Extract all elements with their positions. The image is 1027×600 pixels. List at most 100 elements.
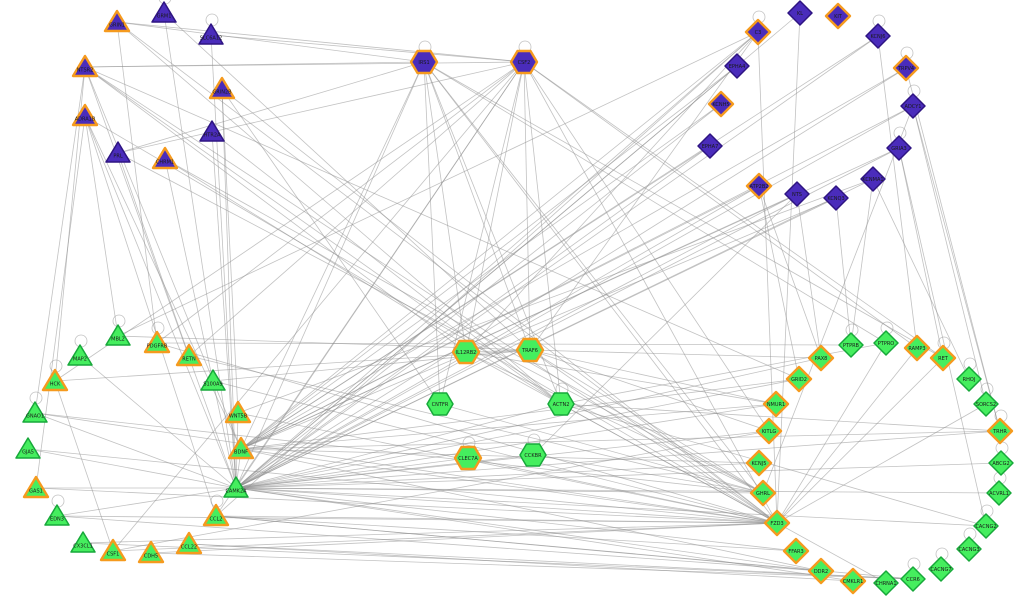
node-CX3CL1[interactable]: CX3CL1 xyxy=(70,531,96,553)
node-NMUR1[interactable]: NMUR1 xyxy=(762,390,790,418)
diamond-shape[interactable] xyxy=(900,566,926,592)
triangle-shape[interactable] xyxy=(199,120,225,142)
diamond-shape[interactable] xyxy=(839,567,867,595)
node-CCR6[interactable]: CCR6 xyxy=(900,566,926,592)
diamond-shape[interactable] xyxy=(860,166,886,192)
node-CLEC7A[interactable]: CLEC7A xyxy=(453,445,483,471)
triangle-shape[interactable] xyxy=(224,400,252,424)
node-ABCG2[interactable]: ABCG2 xyxy=(988,450,1014,476)
diamond-shape[interactable] xyxy=(784,181,810,207)
triangle-shape[interactable] xyxy=(105,324,131,346)
node-MBL2[interactable]: MBL2 xyxy=(105,324,131,346)
diamond-shape[interactable] xyxy=(838,332,864,358)
triangle-shape[interactable] xyxy=(137,540,165,564)
diamond-shape[interactable] xyxy=(762,390,790,418)
node-FFAR3[interactable]: FFAR3 xyxy=(782,537,810,565)
hexagon-shape[interactable] xyxy=(519,443,547,467)
diamond-shape[interactable] xyxy=(865,23,891,49)
node-CSF2[interactable]: CSF2 xyxy=(509,49,539,75)
hexagon-shape[interactable] xyxy=(453,445,483,471)
triangle-shape[interactable] xyxy=(44,504,70,526)
node-KL[interactable]: KL xyxy=(787,0,813,26)
node-RAMP3[interactable]: RAMP3 xyxy=(903,334,931,362)
triangle-shape[interactable] xyxy=(70,531,96,553)
diamond-shape[interactable] xyxy=(986,480,1012,506)
diamond-shape[interactable] xyxy=(763,509,791,537)
node-MAP2[interactable]: MAP2 xyxy=(67,344,93,366)
node-GJA5[interactable]: GJA5 xyxy=(15,437,41,459)
hexagon-shape[interactable] xyxy=(409,49,439,75)
node-CHRNA1[interactable]: CHRNA1 xyxy=(873,570,899,596)
node-ACVRL1[interactable]: ACVRL1 xyxy=(986,480,1012,506)
node-ADCY1[interactable]: ADCY1 xyxy=(900,93,926,119)
triangle-shape[interactable] xyxy=(151,146,179,170)
node-CNTFR[interactable]: CNTFR xyxy=(426,392,454,416)
diamond-shape[interactable] xyxy=(787,0,813,26)
hexagon-shape[interactable] xyxy=(509,49,539,75)
node-CACNG7[interactable]: CACNG7 xyxy=(928,556,954,582)
node-CCL22[interactable]: CCL22 xyxy=(175,531,203,555)
diamond-shape[interactable] xyxy=(824,2,852,30)
node-ACTN2[interactable]: ACTN2 xyxy=(547,392,575,416)
node-GHRL[interactable]: GHRL xyxy=(749,479,777,507)
diamond-shape[interactable] xyxy=(724,53,750,79)
diamond-shape[interactable] xyxy=(745,172,773,200)
node-GAS1[interactable]: GAS1 xyxy=(22,475,50,499)
diamond-shape[interactable] xyxy=(697,133,723,159)
diamond-shape[interactable] xyxy=(973,391,999,417)
node-C3[interactable]: C3 xyxy=(744,18,772,46)
node-HTR2A[interactable]: HTR2A xyxy=(199,120,225,142)
triangle-shape[interactable] xyxy=(223,476,249,498)
diamond-shape[interactable] xyxy=(873,570,899,596)
node-KIT[interactable]: KIT xyxy=(824,2,852,30)
hexagon-shape[interactable] xyxy=(515,337,545,363)
node-GRM1[interactable]: GRM1 xyxy=(151,1,177,23)
triangle-shape[interactable] xyxy=(105,141,131,163)
triangle-shape[interactable] xyxy=(175,531,203,555)
diamond-shape[interactable] xyxy=(929,344,957,372)
diamond-shape[interactable] xyxy=(782,537,810,565)
triangle-shape[interactable] xyxy=(41,368,69,392)
triangle-shape[interactable] xyxy=(99,538,127,562)
diamond-shape[interactable] xyxy=(928,556,954,582)
diamond-shape[interactable] xyxy=(988,450,1014,476)
node-GRID2[interactable]: GRID2 xyxy=(785,365,813,393)
triangle-shape[interactable] xyxy=(151,1,177,23)
triangle-shape[interactable] xyxy=(103,9,131,33)
diamond-shape[interactable] xyxy=(886,135,912,161)
node-IL12RB2[interactable]: IL12RB2 xyxy=(451,339,481,365)
node-KITLG[interactable]: KITLG xyxy=(755,417,783,445)
diamond-shape[interactable] xyxy=(807,557,835,585)
node-ADRA1B[interactable]: ADRA1B xyxy=(71,103,99,127)
diamond-shape[interactable] xyxy=(755,417,783,445)
triangle-shape[interactable] xyxy=(71,103,99,127)
node-TRPV4[interactable]: TRPV4 xyxy=(892,54,920,82)
diamond-shape[interactable] xyxy=(744,18,772,46)
node-PTPRO[interactable]: PTPRO xyxy=(873,330,899,356)
triangle-shape[interactable] xyxy=(227,436,255,460)
triangle-shape[interactable] xyxy=(22,401,48,423)
diamond-shape[interactable] xyxy=(785,365,813,393)
node-PTPRB[interactable]: PTPRB xyxy=(838,332,864,358)
diamond-shape[interactable] xyxy=(707,90,735,118)
node-SORCS2[interactable]: SORCS2 xyxy=(973,391,999,417)
triangle-shape[interactable] xyxy=(15,437,41,459)
node-ATP2B2[interactable]: ATP2B2 xyxy=(745,172,773,200)
node-TRHR[interactable]: TRHR xyxy=(986,417,1014,445)
diamond-shape[interactable] xyxy=(956,536,982,562)
node-GNAO1[interactable]: GNAO1 xyxy=(22,401,48,423)
node-IRS1[interactable]: IRS1 xyxy=(409,49,439,75)
triangle-shape[interactable] xyxy=(198,23,224,45)
diamond-shape[interactable] xyxy=(807,344,835,372)
node-HCK[interactable]: HCK xyxy=(41,368,69,392)
triangle-shape[interactable] xyxy=(202,503,230,527)
diamond-shape[interactable] xyxy=(900,93,926,119)
node-NTSR2[interactable]: NTSR2 xyxy=(71,54,99,78)
node-PRL[interactable]: PRL xyxy=(105,141,131,163)
diamond-shape[interactable] xyxy=(903,334,931,362)
triangle-shape[interactable] xyxy=(22,475,50,499)
diamond-shape[interactable] xyxy=(956,366,982,392)
triangle-shape[interactable] xyxy=(143,330,171,354)
